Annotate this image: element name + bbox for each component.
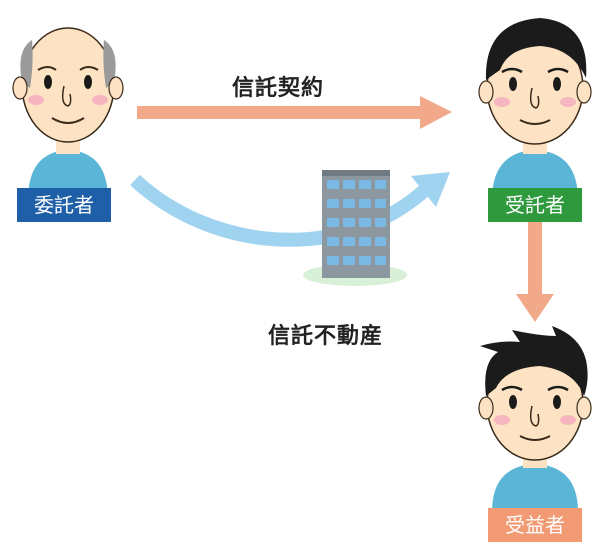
property-caption: 信託不動産 (268, 324, 384, 349)
beneficiary-figure (478, 326, 592, 512)
contract-caption: 信託契約 (232, 76, 325, 101)
trustee-label: 受託者 (505, 193, 565, 217)
settlor-label-bg (17, 188, 111, 222)
beneficiary-label-bg (488, 508, 582, 542)
trustee-figure (478, 18, 592, 200)
trustee-to-beneficiary-arrow (516, 222, 554, 322)
trustee-label-bg (488, 188, 582, 222)
building-icon (303, 170, 407, 286)
beneficiary-label: 受益者 (505, 513, 565, 537)
property-arrow (130, 172, 450, 247)
settlor-figure (12, 27, 124, 200)
settlor-label: 委託者 (34, 193, 94, 217)
contract-arrow (137, 96, 452, 129)
